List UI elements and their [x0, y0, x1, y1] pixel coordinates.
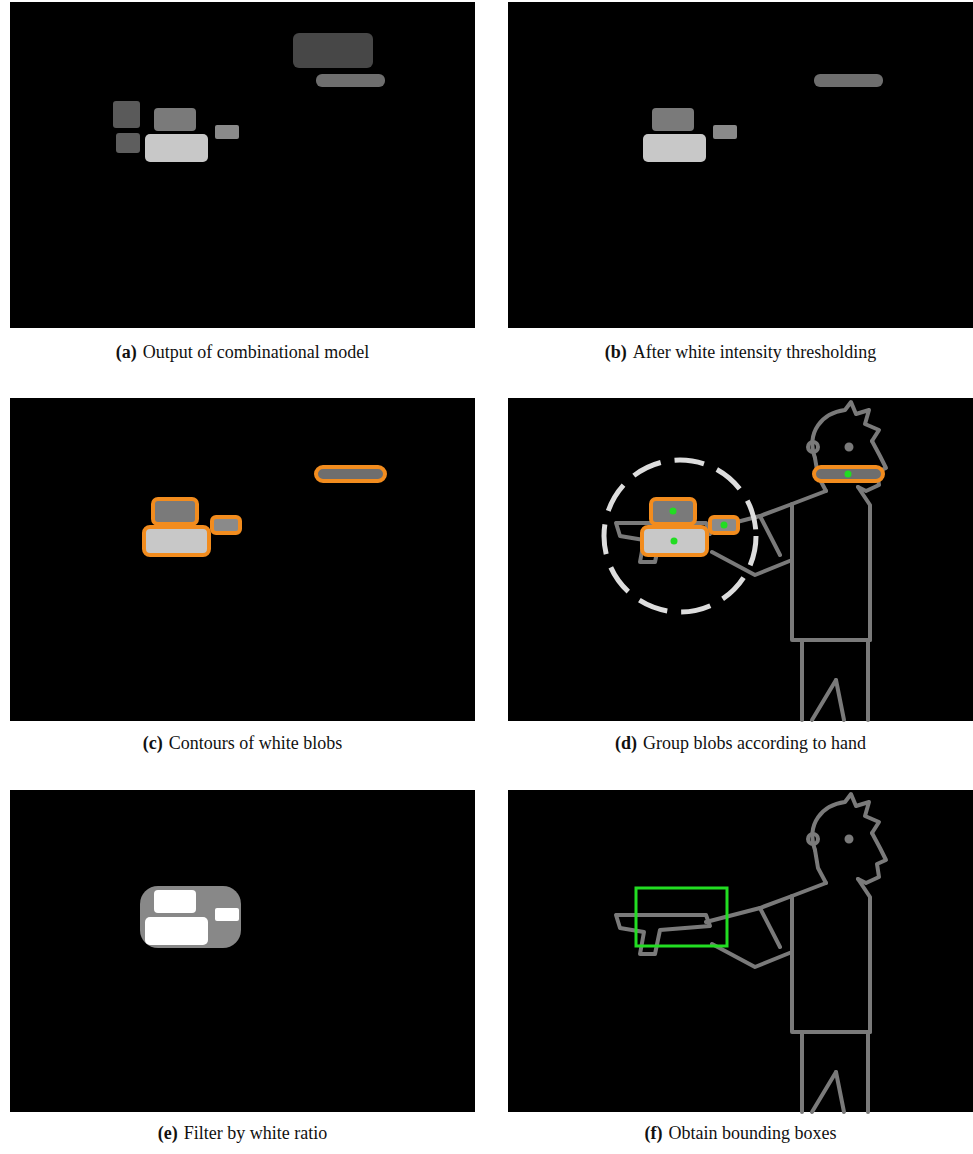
panel-caption: (c) Contours of white blobs [10, 733, 475, 754]
caption-text: Output of combinational model [143, 342, 369, 363]
panel-caption: (e) Filter by white ratio [10, 1123, 475, 1144]
panel-letter: (c) [143, 733, 163, 754]
panel-letter: (b) [605, 342, 627, 363]
panel-d: (d) Group blobs according to hand [508, 398, 973, 763]
panel-letter: (e) [158, 1123, 178, 1144]
panel-caption: (b) After white intensity thresholding [508, 342, 973, 363]
panel-letter: (d) [615, 733, 637, 754]
panel-c: (c) Contours of white blobs [10, 398, 475, 763]
panel-f: (f) Obtain bounding boxes [508, 790, 973, 1153]
panel-b: (b) After white intensity thresholding [508, 2, 973, 372]
panel-caption: (f) Obtain bounding boxes [508, 1123, 973, 1144]
caption-text: After white intensity thresholding [633, 342, 876, 363]
caption-text: Obtain bounding boxes [668, 1123, 836, 1144]
panel-letter: (a) [116, 342, 137, 363]
panel-caption: (d) Group blobs according to hand [508, 733, 973, 754]
panel-caption: (a) Output of combinational model [10, 342, 475, 363]
caption-text: Contours of white blobs [169, 733, 343, 754]
panel-a: (a) Output of combinational model [10, 2, 475, 372]
panel-letter: (f) [645, 1123, 663, 1144]
caption-text: Filter by white ratio [184, 1123, 327, 1144]
caption-text: Group blobs according to hand [643, 733, 866, 754]
panel-e: (e) Filter by white ratio [10, 790, 475, 1153]
